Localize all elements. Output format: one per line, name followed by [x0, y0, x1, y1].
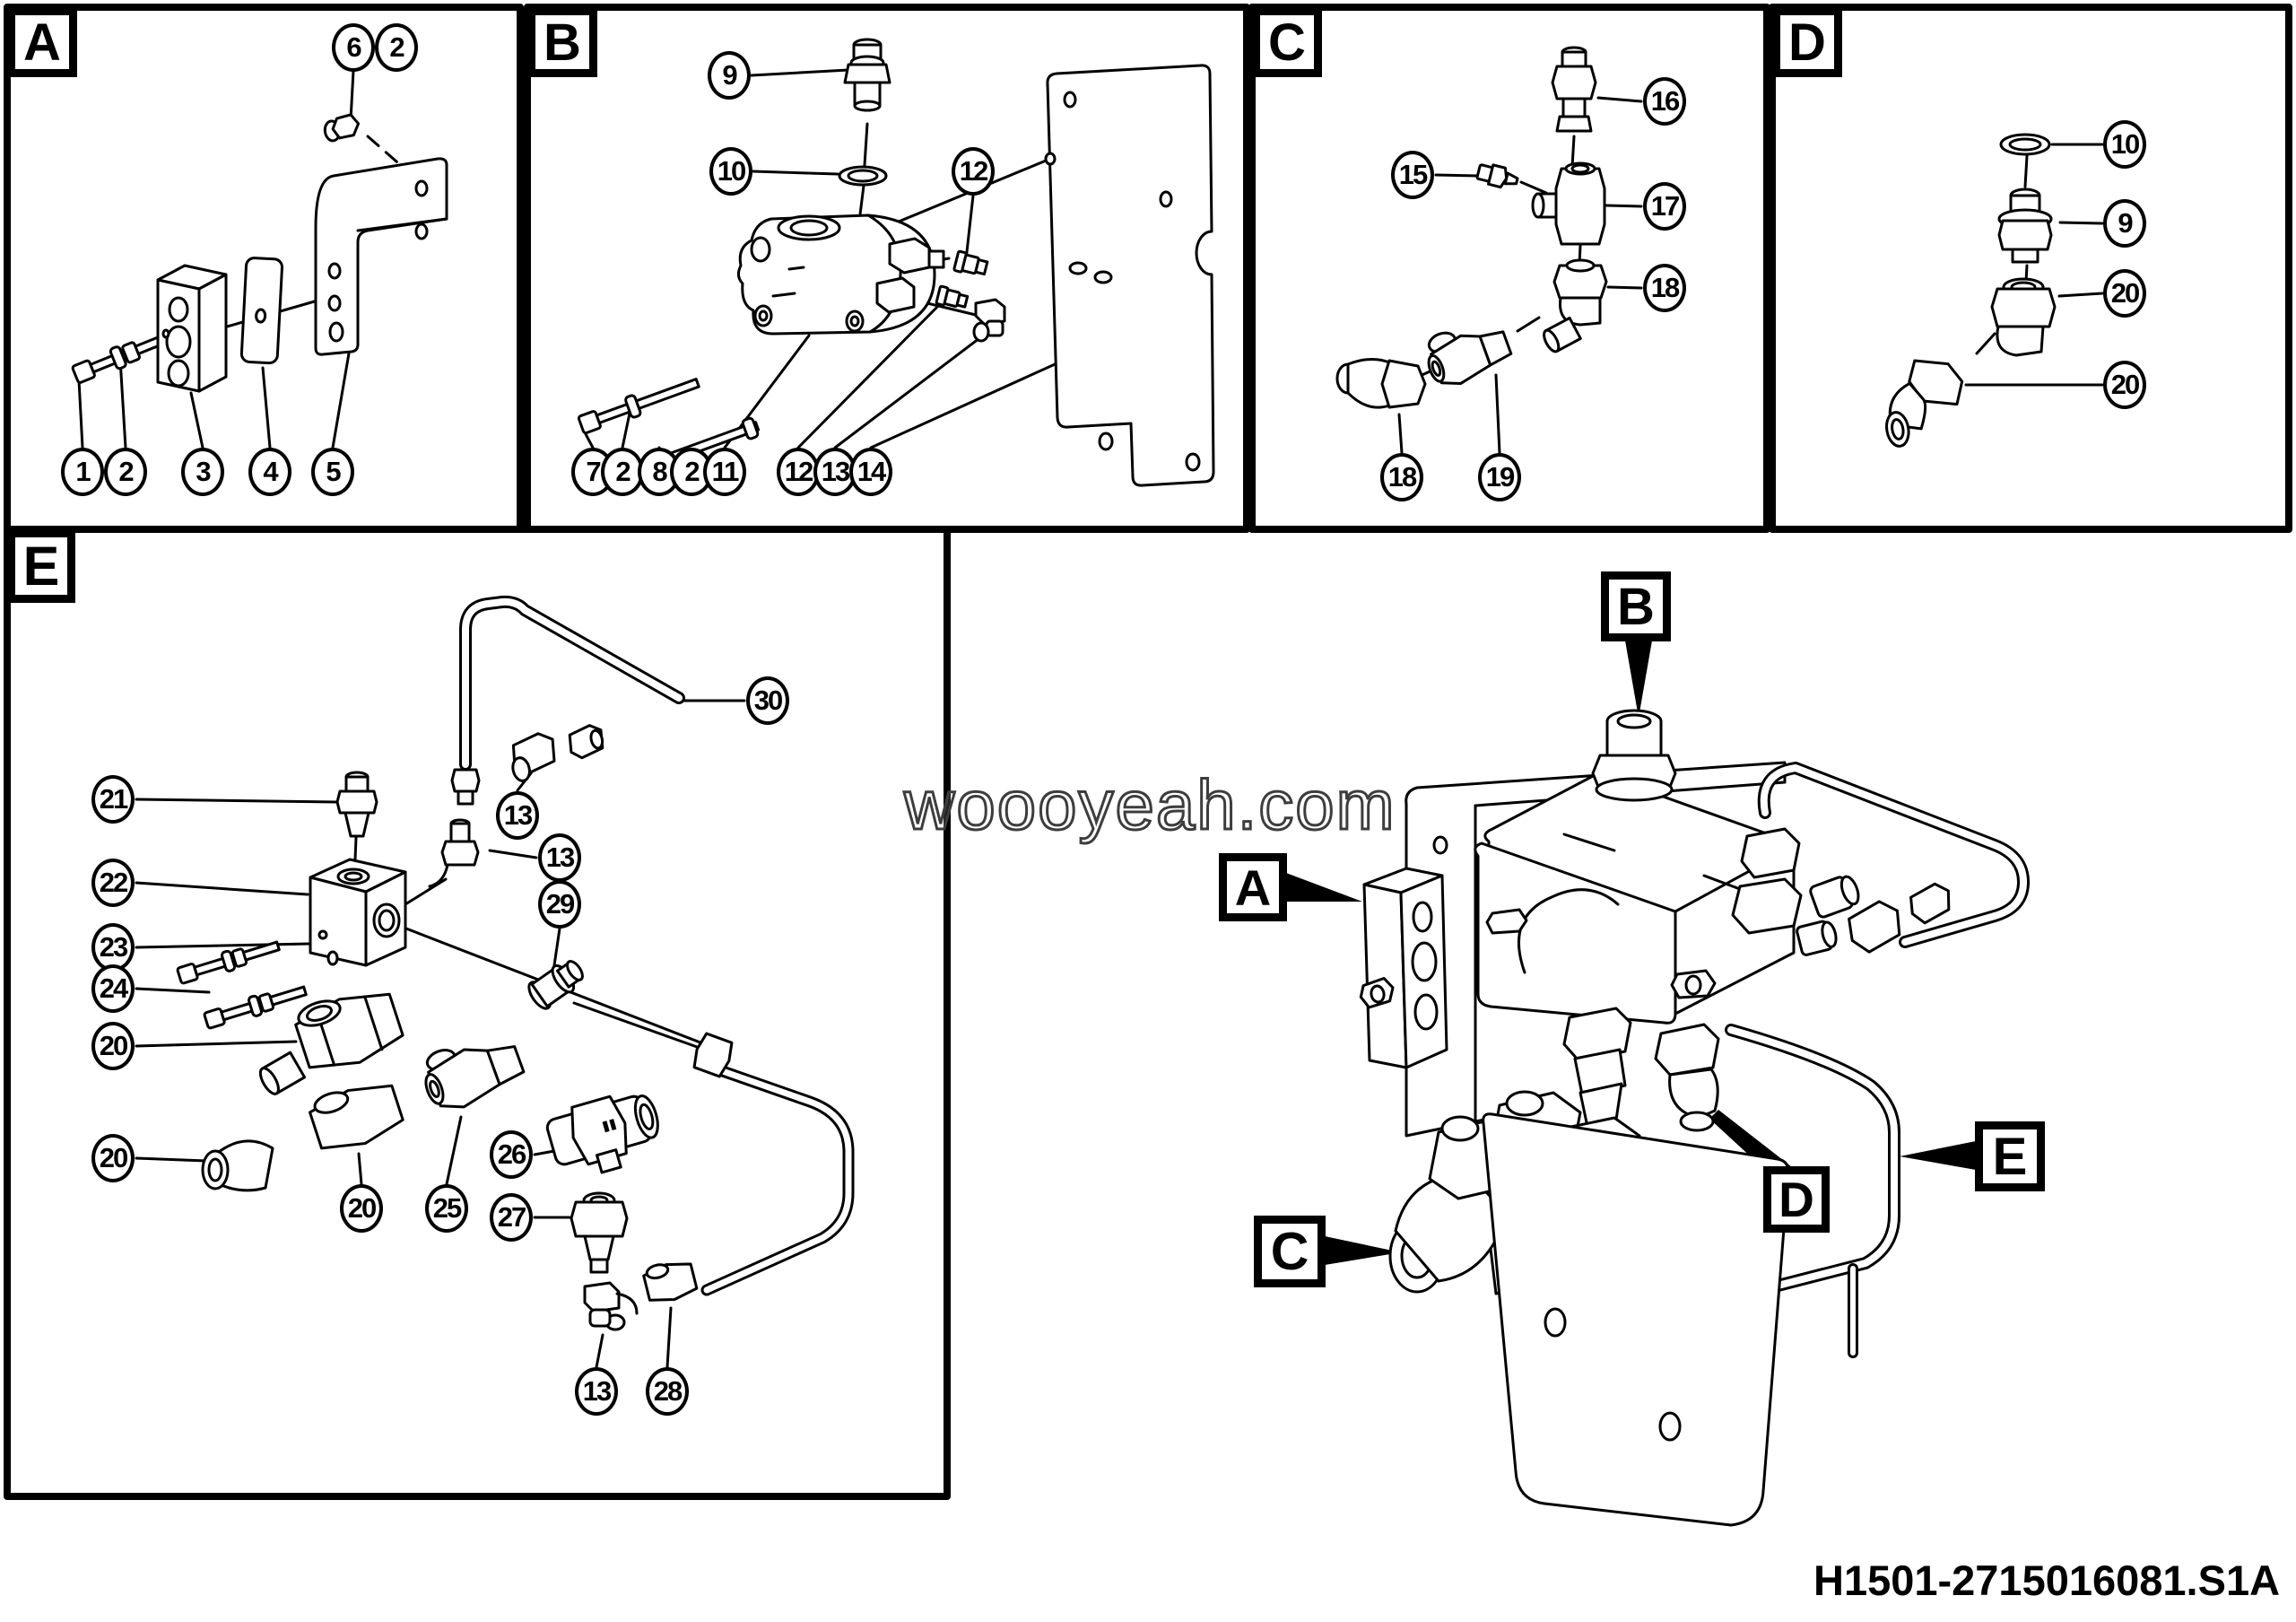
panel-a-art: [71, 69, 448, 449]
callout-28: 28: [646, 1367, 689, 1416]
panel-e-art: [135, 595, 855, 1369]
main-view-label-d: D: [1763, 1166, 1830, 1233]
callout-24: 24: [91, 964, 135, 1013]
main-view-label-e: E: [1975, 1121, 2045, 1191]
callout-16: 16: [1643, 77, 1686, 126]
callout-29: 29: [538, 880, 581, 929]
callout-18: 18: [1643, 264, 1686, 312]
panel-label-b: B: [527, 7, 597, 77]
callout-10: 10: [709, 147, 752, 196]
callout-22: 22: [91, 859, 135, 907]
panel-label-c: C: [1252, 7, 1322, 77]
callout-10: 10: [2103, 120, 2146, 169]
callout-17: 17: [1643, 182, 1686, 231]
callout-4: 4: [248, 448, 291, 496]
panel-borders: [4, 4, 2292, 1500]
callout-25: 25: [425, 1184, 468, 1233]
watermark-text: woooyeah.com: [903, 764, 1396, 846]
panel-d-art: [1885, 133, 2104, 448]
panel-label-e: E: [7, 529, 75, 603]
callout-9: 9: [708, 51, 751, 100]
panel-b-art: [577, 38, 1215, 487]
callout-14: 14: [849, 448, 892, 496]
main-view-label-a: A: [1219, 853, 1287, 921]
callout-18: 18: [1380, 453, 1423, 501]
callout-15: 15: [1391, 151, 1434, 199]
callout-6: 6: [332, 23, 375, 72]
panel-label-a: A: [7, 7, 77, 77]
callout-9: 9: [2103, 199, 2146, 248]
part-number-text: H1501-2715016081.S1A: [1813, 1557, 2281, 1604]
callout-19: 19: [1478, 453, 1521, 501]
callout-12: 12: [952, 147, 995, 196]
callout-20: 20: [340, 1184, 383, 1233]
callout-1: 1: [61, 448, 104, 496]
callout-20: 20: [2103, 269, 2146, 318]
callout-2: 2: [104, 448, 147, 496]
callout-26: 26: [490, 1130, 533, 1179]
callout-2: 2: [375, 23, 418, 72]
panel-c-art: [1335, 46, 1643, 455]
callout-5: 5: [311, 448, 354, 496]
callout-27: 27: [490, 1193, 533, 1242]
callout-20: 20: [91, 1134, 135, 1182]
callout-11: 11: [703, 448, 746, 496]
main-view-label-b: B: [1601, 571, 1671, 641]
callout-13: 13: [496, 791, 539, 840]
panel-label-d: D: [1772, 7, 1842, 77]
callout-20: 20: [2103, 361, 2146, 409]
main-view-art: [1286, 641, 2030, 1527]
callout-13: 13: [538, 833, 581, 882]
callout-20: 20: [91, 1022, 135, 1070]
callout-30: 30: [746, 676, 789, 725]
callout-3: 3: [181, 448, 224, 496]
callout-13: 13: [575, 1367, 618, 1416]
main-view-label-c: C: [1254, 1216, 1326, 1287]
callout-21: 21: [91, 775, 135, 824]
